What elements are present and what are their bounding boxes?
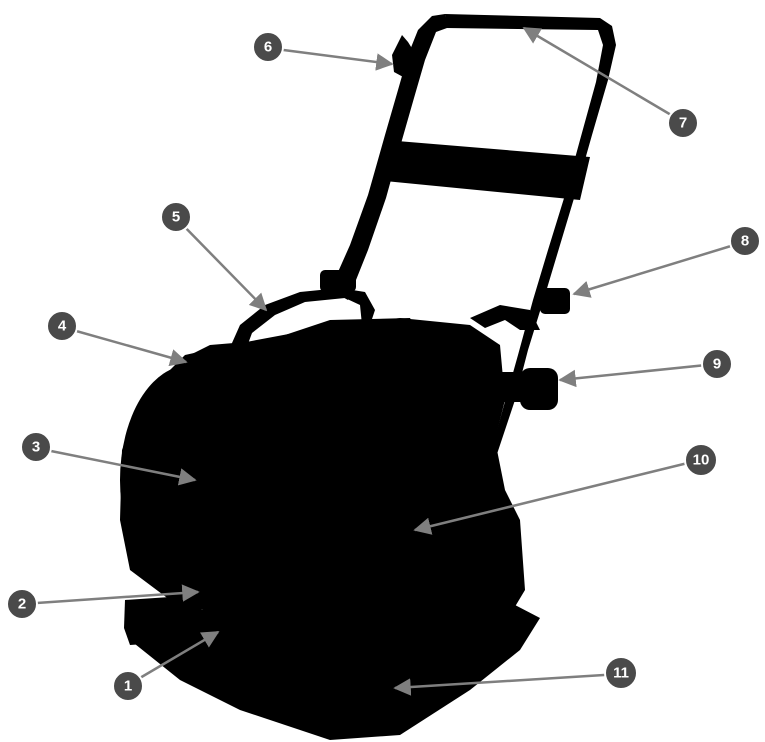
handle-crossbar — [375, 140, 590, 200]
plate-compactor-silhouette — [120, 14, 616, 740]
callout-7: 7 — [667, 107, 699, 139]
callout-1: 1 — [112, 670, 144, 702]
leader-lines — [21, 26, 745, 696]
front-left-plate-edge — [124, 595, 205, 645]
callout-10: 10 — [684, 443, 718, 477]
callout-6-label: 6 — [264, 39, 272, 56]
callout-3-label: 3 — [32, 439, 40, 456]
callout-2-label: 2 — [18, 596, 26, 613]
callouts: 1 2 3 4 5 6 7 8 — [6, 31, 761, 702]
base-plate — [125, 605, 540, 740]
callout-8-label: 8 — [741, 233, 749, 250]
callout-6: 6 — [252, 31, 284, 63]
leader-line-11 — [393, 672, 621, 696]
callout-11: 11 — [604, 656, 638, 690]
callout-4-label: 4 — [58, 318, 67, 335]
leader-line-6 — [267, 46, 394, 71]
leader-line-7 — [522, 26, 684, 124]
leader-line-8 — [572, 240, 745, 298]
leader-line-4 — [61, 325, 188, 367]
leader-line-1 — [127, 630, 220, 687]
callout-5: 5 — [160, 201, 192, 233]
callout-9-label: 9 — [713, 356, 721, 373]
side-cylinder-mount — [490, 372, 530, 402]
callout-5-label: 5 — [172, 209, 180, 226]
callout-3: 3 — [20, 431, 52, 463]
leader-line-9 — [558, 362, 717, 388]
callout-2: 2 — [6, 588, 38, 620]
leader-line-3 — [35, 446, 197, 486]
callout-7-label: 7 — [679, 115, 687, 132]
throttle-lever — [392, 35, 418, 78]
callout-9: 9 — [701, 348, 733, 380]
left-handle-clamp — [320, 270, 356, 292]
callout-4: 4 — [46, 310, 78, 342]
leader-line-5 — [175, 217, 268, 312]
right-handle-clamp — [540, 288, 570, 314]
callout-8: 8 — [729, 225, 761, 257]
leader-line-2 — [21, 584, 200, 606]
leader-line-10 — [413, 458, 701, 535]
callout-10-label: 10 — [693, 452, 710, 469]
callout-1-label: 1 — [124, 678, 132, 695]
callout-11-label: 11 — [613, 665, 629, 682]
right-frame — [470, 305, 540, 330]
lift-handle — [228, 288, 375, 352]
